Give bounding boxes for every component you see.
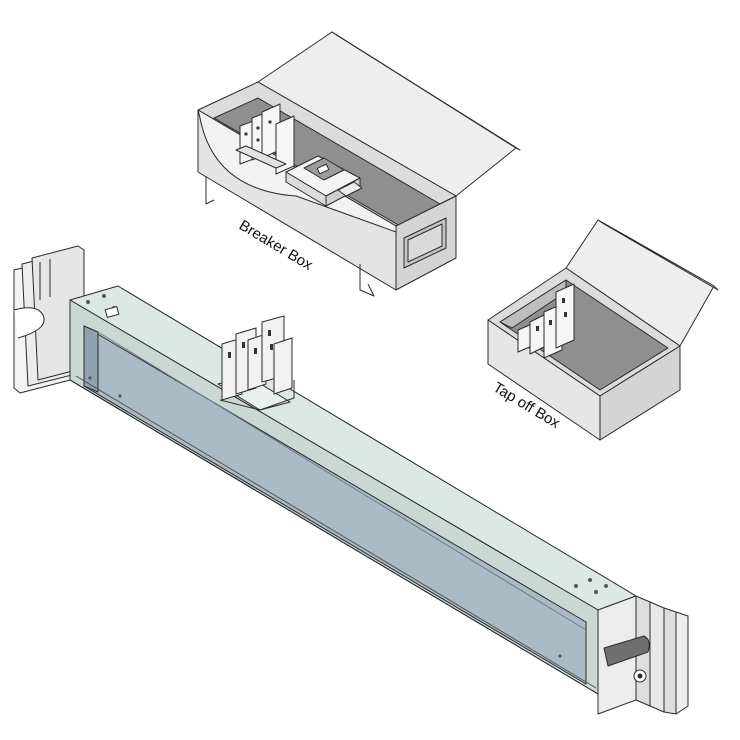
breaker-box [197, 31, 521, 297]
busway-left-end-plates [13, 245, 85, 394]
busway-stab-connectors [219, 315, 295, 411]
tap-off-box-busbars [517, 283, 575, 359]
busway-section [13, 245, 689, 715]
breaker-box-busbars [235, 103, 295, 175]
busway-right-end-plates [597, 595, 689, 715]
tap-off-box-end-face [599, 345, 681, 441]
tap-off-box [487, 219, 719, 441]
busway-panel-shadow [83, 325, 99, 393]
breaker-unit [285, 155, 363, 207]
